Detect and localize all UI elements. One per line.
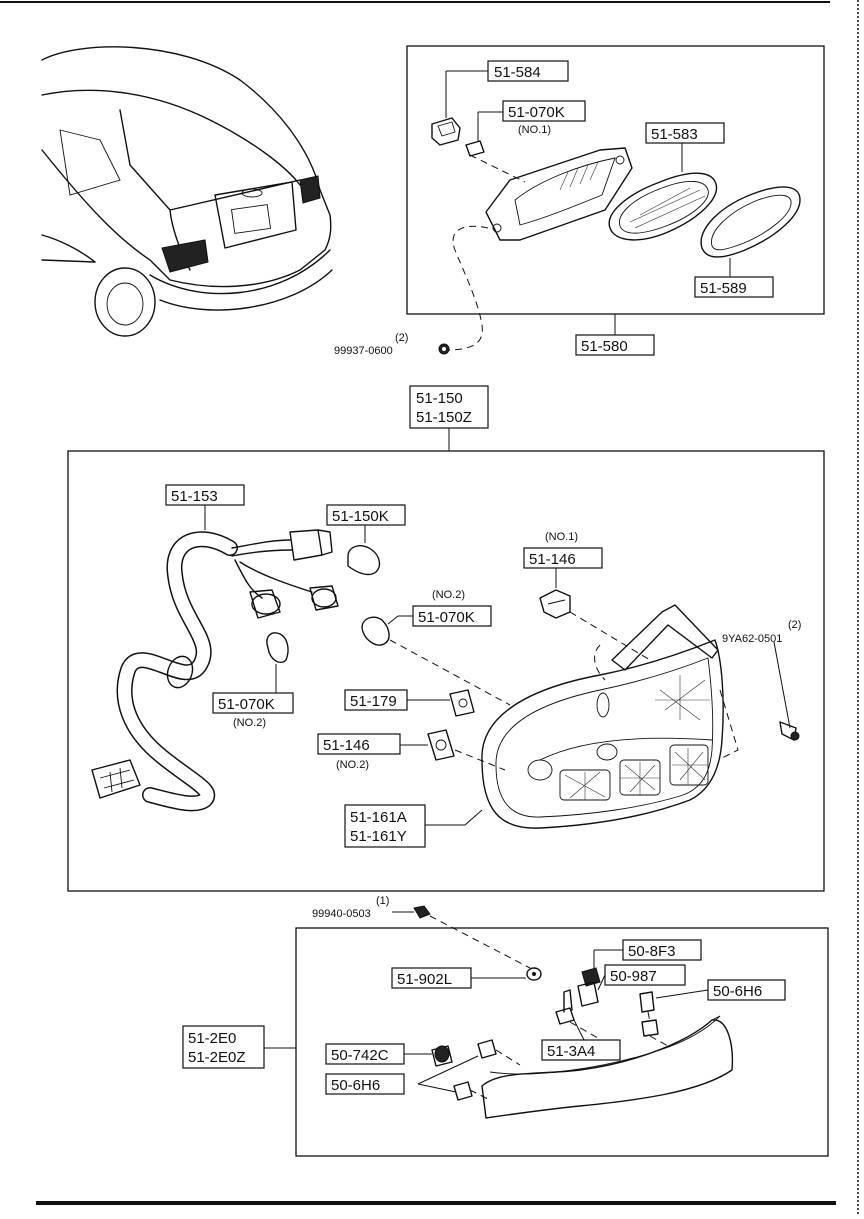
- label-box-50-742c: [325, 1043, 405, 1065]
- nut-99937-drawing: [438, 225, 489, 355]
- label-99937-0600: 99937-0600: [334, 345, 393, 357]
- screw-9ya62-drawing: [773, 641, 800, 741]
- stud-51-3a4-drawing: [555, 989, 585, 1041]
- label-box-51-146-no1: [523, 547, 603, 569]
- rear-lamp-frame: [67, 450, 825, 892]
- label-box-51-584: [487, 60, 569, 82]
- label-51-902l: 51-902L: [397, 971, 452, 988]
- note-no1-top: (NO.1): [518, 124, 551, 136]
- label-51-146-no1: 51-146: [529, 551, 576, 568]
- clip-50-8f3-drawing: [581, 949, 623, 987]
- clip-50-6h6-right-drawing: [639, 989, 709, 1037]
- label-box-51-179: [344, 689, 408, 711]
- part-51-179-drawing: [407, 689, 475, 717]
- tail-lamp-lens-drawing: [481, 604, 739, 829]
- gasket-51-589-drawing: [700, 186, 801, 278]
- socket-51-146-no2-drawing: [400, 729, 455, 761]
- socket-51-146-no1-drawing: [539, 568, 571, 619]
- label-51-179: 51-179: [350, 693, 397, 710]
- note-no2-right: (NO.2): [432, 589, 465, 601]
- note-no2-left: (NO.2): [233, 717, 266, 729]
- qty-99940: (1): [376, 895, 389, 907]
- label-50-8f3: 50-8F3: [628, 943, 676, 960]
- label-box-51-070k-no2-right: [412, 605, 492, 627]
- label-99940-0503: 99940-0503: [312, 908, 371, 920]
- lamp-housing-drawing: [485, 147, 633, 241]
- license-lamp-frame: [406, 45, 825, 315]
- qty-99937: (2): [395, 332, 408, 344]
- label-51-150z: 51-150Z: [416, 409, 472, 426]
- leader-51-161-angle: [464, 809, 483, 826]
- bulb-51-070k-no1-drawing: [465, 111, 503, 157]
- label-50-6h6-right: 50-6H6: [713, 983, 762, 1000]
- label-box-50-6h6-left: [325, 1073, 405, 1095]
- label-51-583: 51-583: [651, 126, 698, 143]
- label-51-070k-no2-right: 51-070K: [418, 609, 475, 626]
- label-51-070k-no2-left: 51-070K: [218, 696, 275, 713]
- label-51-589: 51-589: [700, 280, 747, 297]
- label-box-51-070k-no2-left: [212, 692, 294, 714]
- label-box-51-3a4: [541, 1039, 621, 1061]
- label-51-584: 51-584: [494, 64, 541, 81]
- label-50-987: 50-987: [610, 968, 657, 985]
- garnish-frame: [295, 927, 829, 1157]
- bulb-51-150k-drawing: [347, 525, 381, 576]
- label-51-150: 51-150: [416, 390, 463, 407]
- label-box-51-146-no2: [317, 733, 401, 755]
- wiring-harness-drawing: [91, 503, 339, 812]
- label-box-51-2e0: [182, 1025, 265, 1069]
- label-box-51-580: [575, 334, 655, 356]
- label-box-51-070k-no1: [502, 100, 586, 122]
- label-box-51-150k: [326, 504, 406, 526]
- bulb-51-070k-no2-right-drawing: [361, 615, 413, 646]
- label-51-3a4: 51-3A4: [547, 1043, 595, 1060]
- bulb-51-070k-no2-left-drawing: [266, 632, 289, 693]
- qty-9ya62: (2): [788, 619, 801, 631]
- screw-50-742c-drawing: [404, 1045, 453, 1067]
- label-51-150k: 51-150K: [332, 508, 389, 525]
- label-50-6h6-left: 50-6H6: [331, 1077, 380, 1094]
- label-51-2e0: 51-2E0: [188, 1030, 236, 1047]
- label-51-2e0z: 51-2E0Z: [188, 1049, 246, 1066]
- label-box-51-150: [409, 385, 489, 429]
- dash-clip-to-garnish: [649, 1035, 669, 1047]
- socket-51-584-drawing: [431, 70, 488, 146]
- label-51-161y: 51-161Y: [350, 828, 407, 845]
- label-51-153: 51-153: [171, 488, 218, 505]
- label-box-50-6h6-right: [707, 979, 786, 1001]
- lens-51-583-drawing: [608, 133, 718, 241]
- car-rear-illustration: [41, 46, 333, 337]
- clip-50-987-drawing: [577, 974, 606, 1007]
- note-no2-socket: (NO.2): [336, 759, 369, 771]
- label-box-51-161: [344, 804, 426, 848]
- label-box-51-902l: [391, 967, 472, 989]
- label-9ya62-0501: 9YA62-0501: [722, 633, 782, 645]
- label-box-51-153: [165, 484, 245, 506]
- label-51-580: 51-580: [581, 338, 628, 355]
- note-no1-mid: (NO.1): [545, 531, 578, 543]
- label-51-161a: 51-161A: [350, 809, 407, 826]
- label-51-146-no2: 51-146: [323, 737, 370, 754]
- label-50-742c: 50-742C: [331, 1047, 389, 1064]
- label-box-51-589: [694, 276, 774, 298]
- nut-99940-drawing: [392, 905, 431, 919]
- label-51-070k-no1: 51-070K: [508, 104, 565, 121]
- label-box-50-987: [604, 964, 686, 986]
- dash-nut-to-garnish: [429, 915, 531, 969]
- label-box-51-583: [645, 122, 725, 144]
- label-box-50-8f3: [622, 939, 702, 961]
- washer-51-902l-drawing: [471, 967, 542, 981]
- garnish-strip-drawing: [481, 1015, 734, 1119]
- clips-50-6h6-left-drawing: [417, 1039, 521, 1101]
